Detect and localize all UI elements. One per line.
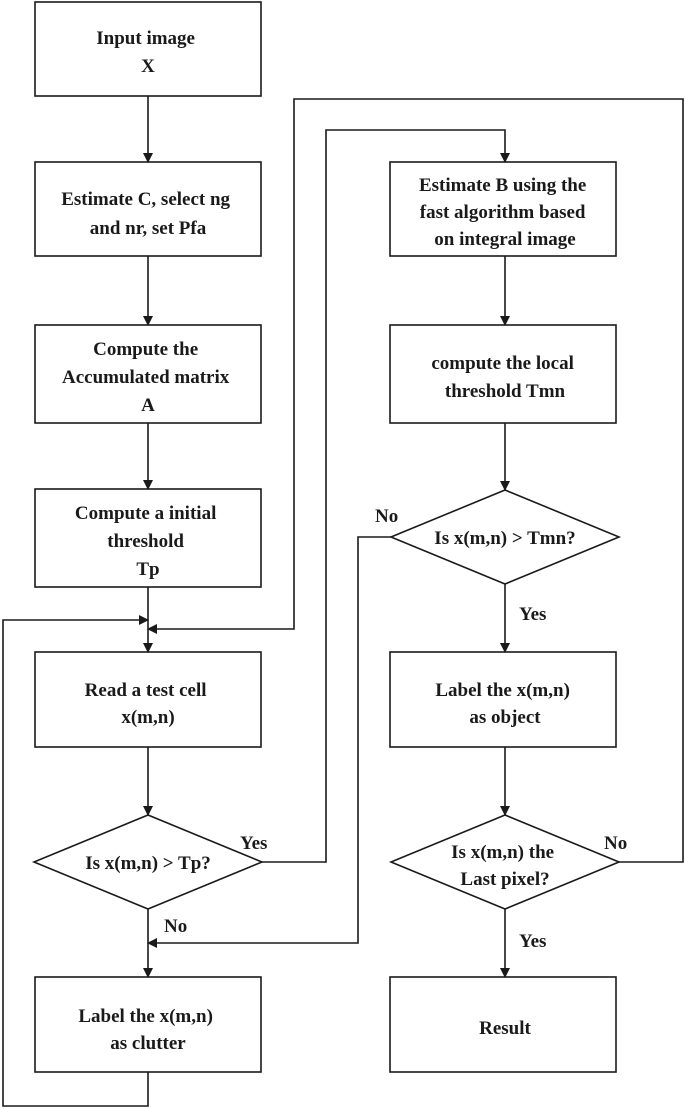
result-text: Result (479, 1018, 531, 1039)
read-test-cell-text: Read a test cell x(m,n) (85, 680, 212, 728)
estimate-b-text: Estimate B using the fast algorithm base… (419, 175, 591, 250)
label-object-box (389, 651, 617, 748)
compute-local-threshold-box (389, 324, 617, 424)
input-image-text: Input image X (96, 28, 199, 77)
estimate-b-box (389, 161, 617, 257)
edge-label-last-yes: Yes (519, 931, 546, 952)
edge-label-tp-yes: Yes (240, 833, 267, 854)
decision-last-pixel-text: Is x(m,n) the Last pixel? (451, 842, 559, 890)
edge-label-tp-no: No (164, 916, 187, 937)
compute-local-threshold-text: compute the local threshold Tmn (431, 353, 578, 402)
decision-tp-text: Is x(m,n) > Tp? (85, 853, 211, 874)
label-clutter-text: Label the x(m,n) as clutter (78, 1006, 217, 1054)
arrow-decision-tmn-no-to-clutter (147, 536, 391, 948)
label-object-text: Label the x(m,n) as object (435, 680, 574, 728)
arrow-clutter-loop-back (2, 615, 149, 1107)
estimate-c-box (34, 161, 262, 257)
compute-accumulated-box (34, 324, 262, 424)
compute-initial-threshold-text: Compute a initial threshold Tp (75, 503, 221, 580)
estimate-c-text: Estimate C, select ng and nr, set Pfa (61, 189, 235, 239)
arrow-decision-tp-yes-to-estimate-b (262, 129, 510, 863)
input-image-box (34, 1, 262, 97)
arrow-decision-last-no-loop (147, 98, 684, 863)
compute-accumulated-text: Compute the Accumulated matrix A (62, 339, 234, 416)
result-box (389, 976, 617, 1073)
decision-tmn-text: Is x(m,n) > Tmn? (434, 528, 575, 549)
edge-label-tmn-no: No (375, 506, 398, 527)
edge-label-tmn-yes: Yes (519, 604, 546, 625)
edge-label-last-no: No (604, 833, 627, 854)
read-test-cell-box (34, 651, 262, 748)
label-clutter-box (34, 976, 262, 1073)
